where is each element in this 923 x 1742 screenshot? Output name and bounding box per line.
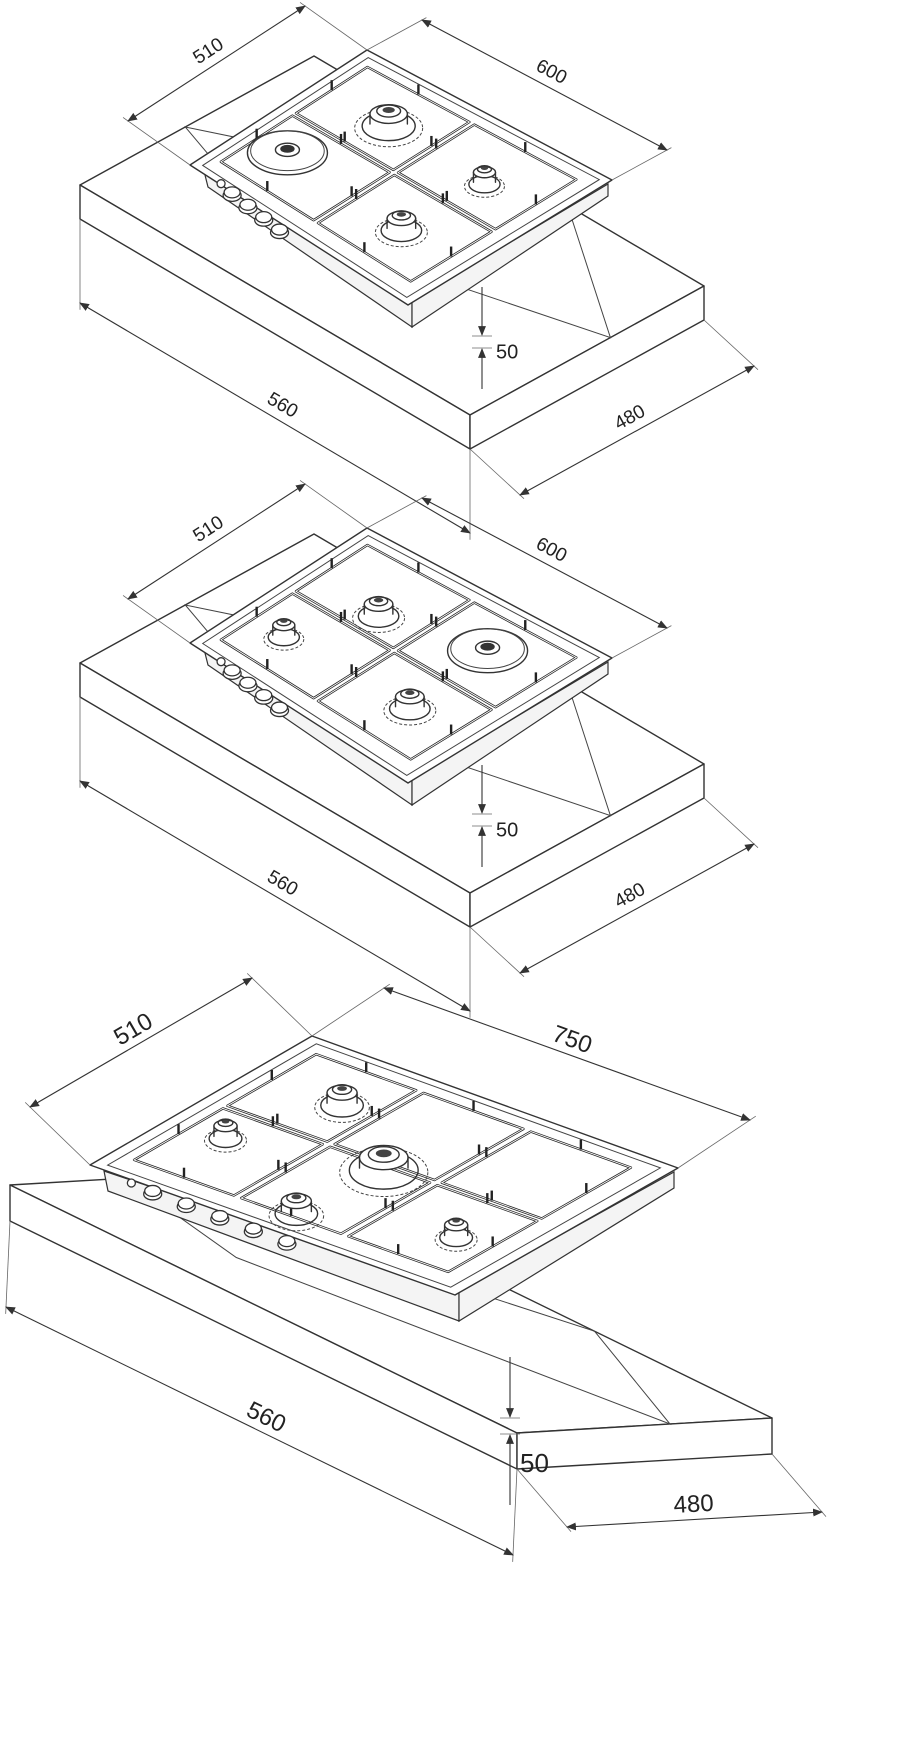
depth-dimension-line xyxy=(127,5,306,122)
cutout-depth-dimension-label: 480 xyxy=(611,879,649,913)
control-knob xyxy=(143,1184,163,1201)
cutout-width-dimension-label: 560 xyxy=(263,866,301,900)
burner-gas-medium xyxy=(268,1192,325,1232)
depth-dimension-line xyxy=(127,483,306,600)
ignition-button xyxy=(216,657,226,667)
height-dimension: 50 xyxy=(472,765,518,867)
control-knob xyxy=(269,701,290,718)
hob-plate-rim xyxy=(201,57,601,298)
control-knob xyxy=(243,1222,264,1239)
burner-gas-small xyxy=(263,617,305,651)
burner-gas-small xyxy=(463,165,505,198)
hob-drawing: 510 600 560 480 50 xyxy=(79,480,759,1018)
cutout-depth-dimension-line xyxy=(519,843,755,974)
depth-dimension-label: 510 xyxy=(109,1008,157,1051)
control-knob xyxy=(210,1209,230,1226)
burner-gas-large xyxy=(354,103,424,148)
control-knob xyxy=(176,1197,196,1214)
height-label: 50 xyxy=(496,341,518,363)
burner-gas-wok xyxy=(339,1144,429,1198)
burner-gas-small xyxy=(204,1118,248,1153)
control-knob xyxy=(269,223,290,240)
control-knob xyxy=(222,664,242,681)
height-label: 50 xyxy=(520,1448,549,1478)
depth-dimension-label: 510 xyxy=(190,512,228,547)
height-label: 50 xyxy=(496,819,518,841)
control-knob xyxy=(254,211,274,227)
burner-gas-small xyxy=(434,1217,478,1252)
ignition-button xyxy=(216,179,226,189)
cutout-width-dimension-line xyxy=(5,1306,514,1556)
cutout-depth-dimension-label: 480 xyxy=(611,401,649,435)
control-knob xyxy=(238,198,258,215)
cutout-depth-dimension-line xyxy=(566,1508,823,1531)
cutout-depth-dimension-line xyxy=(519,365,755,496)
width-dimension-label: 750 xyxy=(549,1020,596,1059)
control-knob xyxy=(222,186,242,203)
burner-electric-plate xyxy=(446,628,529,674)
burner-gas-medium xyxy=(314,1084,370,1123)
width-dimension-line xyxy=(421,497,668,629)
control-knob xyxy=(238,676,258,693)
cutout-width-dimension-line xyxy=(79,302,471,534)
burner-gas-medium xyxy=(374,210,428,248)
height-dimension: 50 xyxy=(472,287,518,389)
depth-dimension-line xyxy=(29,977,253,1108)
height-dimension: 50 xyxy=(500,1357,549,1505)
cutout-width-dimension-label: 560 xyxy=(242,1396,290,1438)
control-knob xyxy=(277,1234,297,1251)
width-dimension-label: 600 xyxy=(532,55,570,88)
width-dimension-line xyxy=(421,19,668,151)
hob-drawing: 510 600 560 480 50 xyxy=(79,2,759,540)
burner-gas-medium xyxy=(352,595,406,633)
depth-dimension-label: 510 xyxy=(190,34,228,69)
ignition-button xyxy=(126,1178,137,1188)
width-dimension-line xyxy=(383,987,751,1121)
cutout-depth-dimension-label: 480 xyxy=(673,1490,715,1519)
width-dimension-label: 600 xyxy=(532,533,570,566)
burner-gas-medium xyxy=(383,688,437,726)
cutout-width-dimension-line xyxy=(79,780,471,1012)
control-knob xyxy=(254,689,274,705)
cutout-width-dimension-label: 560 xyxy=(263,388,301,422)
burner-electric-plate xyxy=(246,130,329,176)
hob-plate-rim xyxy=(201,535,601,776)
hob-drawing: 510 750 560 480 50 xyxy=(5,973,827,1562)
